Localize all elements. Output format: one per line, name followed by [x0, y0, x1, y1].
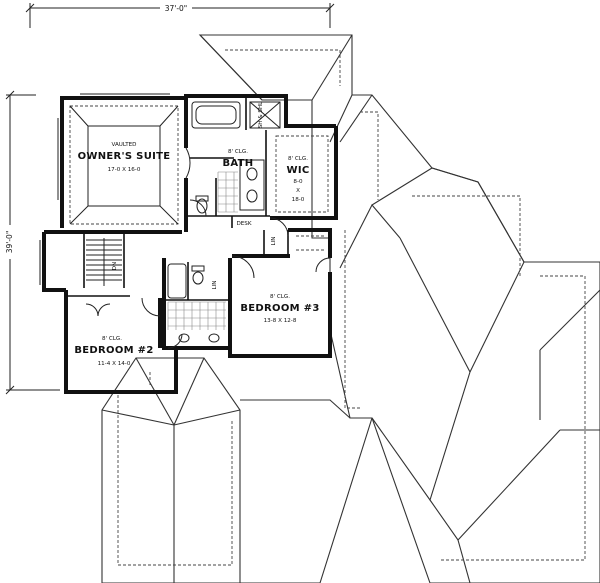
- bedroom3-ceiling: 8' CLG.: [270, 294, 290, 300]
- depth-dimension: 39'-0": [4, 90, 60, 395]
- wic-label: 8' CLG. WIC 8-0 X 18-0: [287, 156, 310, 203]
- vaulted-ceiling: [69, 105, 179, 225]
- bedroom2-size: 11-4 X 14-0: [98, 361, 131, 367]
- bedroom3-name: BEDROOM #3: [240, 303, 319, 314]
- stair-down-label: DN: [112, 262, 118, 271]
- bath-label: 8' CLG. BATH: [223, 149, 254, 169]
- desk-label: DESK: [236, 221, 251, 227]
- bath-fixtures: [191, 101, 281, 214]
- bedroom3-size: 13-8 X 12-8: [264, 318, 297, 324]
- dashed-wall-lines: [117, 49, 586, 566]
- stair-treads: [86, 238, 122, 286]
- roof-outline: [101, 34, 600, 583]
- bedroom2-name: BEDROOM #2: [74, 345, 153, 356]
- owners-suite-size: 17-0 X 16-0: [108, 167, 141, 173]
- shelves-label: SH & SHL: [258, 101, 264, 128]
- bath-ceiling: 8' CLG.: [228, 149, 248, 155]
- linen-label-2: LIN: [212, 281, 218, 290]
- width-dimension-label: 37'-0": [165, 4, 188, 13]
- bath-tile-floor: [167, 171, 238, 330]
- width-dimension: 37'-0": [25, 2, 335, 28]
- owners-suite-note: VAULTED: [112, 142, 137, 148]
- floor-plan-walls: [42, 94, 338, 394]
- bath2-fixtures: [167, 263, 220, 343]
- wic-size-b: 18-0: [292, 197, 305, 203]
- wic-size-x: X: [296, 188, 300, 194]
- door-swings: [85, 147, 331, 349]
- bedroom3-label: 8' CLG. BEDROOM #3 13-8 X 12-8: [240, 294, 319, 324]
- wic-name: WIC: [287, 165, 310, 176]
- window-marks: [39, 93, 170, 285]
- owners-suite-label: VAULTED OWNER'S SUITE 17-0 X 16-0: [78, 142, 171, 173]
- wic-ceiling: 8' CLG.: [288, 156, 308, 162]
- bedroom2-label: 8' CLG. BEDROOM #2 11-4 X 14-0: [74, 336, 153, 367]
- bath-name: BATH: [223, 158, 254, 169]
- wic-size-a: 8-0: [293, 179, 303, 185]
- bedroom2-ceiling: 8' CLG.: [102, 336, 122, 342]
- depth-dimension-label: 39'-0": [5, 231, 14, 254]
- wic-ceiling: [275, 135, 329, 213]
- owners-suite-name: OWNER'S SUITE: [78, 151, 171, 162]
- linen-label: LIN: [271, 237, 277, 246]
